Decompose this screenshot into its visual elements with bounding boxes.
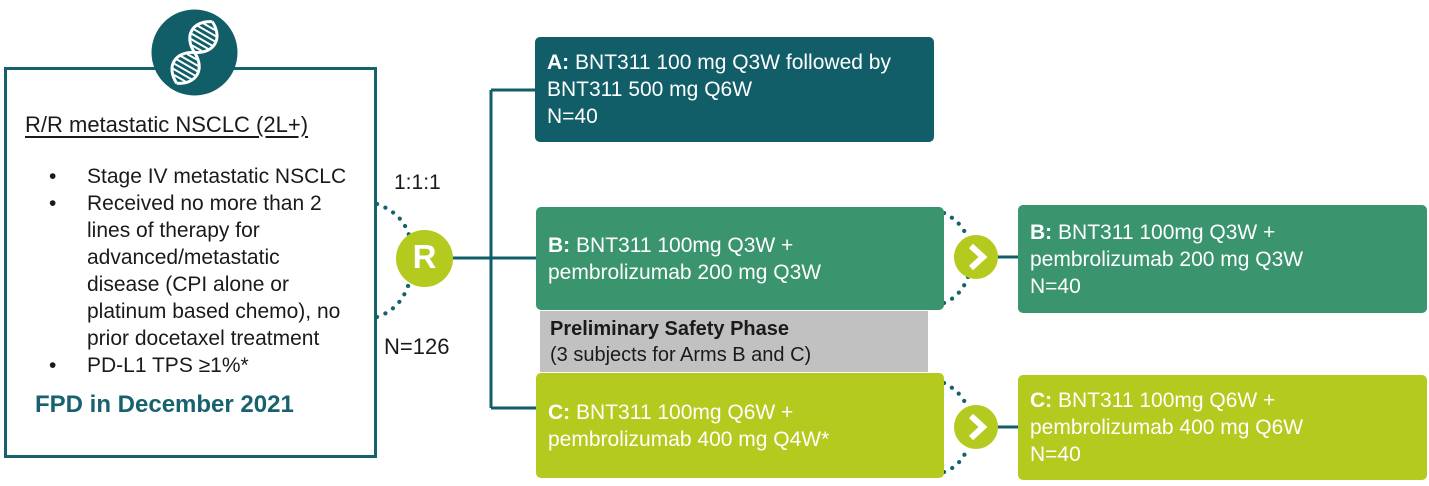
expansion-b-n: N=40 bbox=[1030, 274, 1081, 298]
arm-a-n: N=40 bbox=[547, 105, 598, 128]
expansion-c-regimen: BNT311 100mg Q6W + pembrolizumab 400 mg … bbox=[1030, 389, 1304, 439]
safety-phase-subtitle: (3 subjects for Arms B and C) bbox=[550, 343, 812, 366]
chevron-right-icon bbox=[954, 235, 998, 279]
randomization-n-label: N=126 bbox=[384, 334, 450, 359]
arm-a-prefix: A: bbox=[547, 51, 570, 74]
dotted-arc-left-upper bbox=[374, 201, 412, 238]
arm-c-box: C: BNT311 100mg Q6W + pembrolizumab 400 … bbox=[536, 373, 944, 478]
fpd-note: FPD in December 2021 bbox=[35, 391, 294, 418]
expansion-b-prefix: B: bbox=[1030, 220, 1053, 244]
arm-a-text: A: BNT311 100 mg Q3W followed by BNT311 … bbox=[547, 49, 914, 103]
chevron-right-icon bbox=[954, 405, 998, 449]
arm-b-regimen: BNT311 100mg Q3W + pembrolizumab 200 mg … bbox=[548, 233, 822, 284]
expansion-b-regimen: BNT311 100mg Q3W + pembrolizumab 200 mg … bbox=[1030, 220, 1304, 271]
arm-b-box: B: BNT311 100mg Q3W + pembrolizumab 200 … bbox=[536, 207, 944, 310]
arm-c-prefix: C: bbox=[548, 400, 571, 424]
eligibility-bullet-list: Stage IV metastatic NSCLC Received no mo… bbox=[7, 163, 374, 379]
dotted-arc-c-lower bbox=[941, 444, 971, 475]
expansion-c-n: N=40 bbox=[1030, 443, 1081, 466]
dotted-arc-left-lower bbox=[374, 280, 412, 320]
safety-phase-title: Preliminary Safety Phase bbox=[550, 317, 790, 340]
eligibility-bullet: Received no more than 2 lines of therapy… bbox=[49, 190, 351, 352]
randomization-symbol: R bbox=[412, 238, 437, 275]
arm-b-prefix: B: bbox=[548, 233, 571, 257]
expansion-c-prefix: C: bbox=[1030, 389, 1053, 412]
safety-phase-box: Preliminary Safety Phase (3 subjects for… bbox=[540, 311, 928, 372]
dotted-arc-b-lower bbox=[941, 274, 971, 306]
expansion-c-box: C: BNT311 100mg Q6W + pembrolizumab 400 … bbox=[1018, 375, 1427, 480]
arm-a-box: A: BNT311 100 mg Q3W followed by BNT311 … bbox=[535, 37, 934, 142]
arm-a-regimen: BNT311 100 mg Q3W followed by BNT311 500… bbox=[547, 51, 891, 101]
expansion-c-text: C: BNT311 100mg Q6W + pembrolizumab 400 … bbox=[1030, 387, 1407, 441]
eligibility-box: R/R metastatic NSCLC (2L+) Stage IV meta… bbox=[4, 67, 377, 458]
eligibility-bullet: PD-L1 TPS ≥1%* bbox=[49, 352, 351, 379]
arm-c-regimen: BNT311 100mg Q6W + pembrolizumab 400 mg … bbox=[548, 400, 830, 451]
randomization-node: R bbox=[396, 230, 453, 287]
eligibility-title: R/R metastatic NSCLC (2L+) bbox=[25, 112, 309, 137]
expansion-b-box: B: BNT311 100mg Q3W + pembrolizumab 200 … bbox=[1018, 205, 1427, 313]
eligibility-bullet: Stage IV metastatic NSCLC bbox=[49, 163, 351, 190]
randomization-ratio-label: 1:1:1 bbox=[394, 171, 441, 194]
arm-b-text: B: BNT311 100mg Q3W + pembrolizumab 200 … bbox=[548, 232, 924, 286]
expansion-b-text: B: BNT311 100mg Q3W + pembrolizumab 200 … bbox=[1030, 219, 1407, 273]
dna-icon bbox=[151, 9, 238, 96]
arm-c-text: C: BNT311 100mg Q6W + pembrolizumab 400 … bbox=[548, 399, 924, 453]
